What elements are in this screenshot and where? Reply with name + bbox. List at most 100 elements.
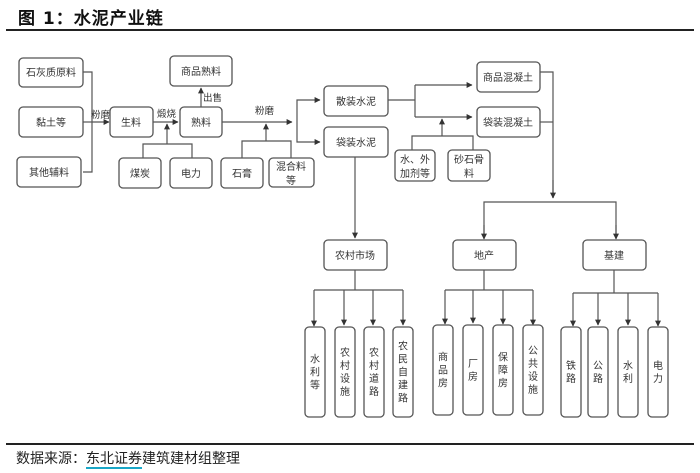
leaf-node-char: 利 (310, 367, 320, 379)
arrow-to-bagged-cement (296, 122, 321, 145)
figure-title: 图 1：水泥产业链 (18, 9, 164, 29)
svg-text:砂石骨: 砂石骨 (454, 153, 484, 166)
edge-label-grinding: 粉磨 (91, 109, 111, 121)
leaf-node-char: 房 (438, 377, 448, 390)
source-note: 数据来源：东北证券建筑建材组整理 (16, 448, 240, 469)
svg-text:混合料: 混合料 (276, 160, 306, 173)
svg-text:黏土等: 黏土等 (36, 116, 66, 129)
leaf-node-char: 水 (310, 354, 320, 366)
source-rule (6, 443, 694, 445)
leaf-node-char: 品 (438, 365, 448, 377)
node-mixed-material: 混合料 等 (268, 157, 315, 188)
leaf-node-char: 利 (623, 373, 633, 385)
edge-label-grinding-2: 粉磨 (255, 105, 275, 117)
leaf-node-char: 路 (566, 372, 576, 385)
svg-text:生料: 生料 (121, 116, 141, 129)
svg-text:散装水泥: 散装水泥 (336, 95, 376, 108)
svg-text:石膏: 石膏 (232, 167, 252, 180)
leaf-node: 商品房 (432, 324, 454, 416)
svg-text:电力: 电力 (181, 167, 201, 180)
connector (540, 71, 554, 198)
leaf-node-char: 公 (593, 361, 603, 372)
leaf-node-char: 力 (653, 372, 663, 385)
edge-label-sale: 出售 (203, 92, 222, 104)
svg-text:地产: 地产 (474, 249, 494, 262)
node-water-admixture: 水、外 加剂等 (394, 149, 436, 182)
node-power: 电力 (169, 157, 213, 189)
leaf-node-char: 厂 (468, 359, 478, 370)
leaf-node: 水利 (617, 326, 639, 418)
leaf-node: 保障房 (492, 324, 514, 416)
node-coal: 煤炭 (118, 157, 162, 189)
node-limestone: 石灰质原料 (18, 57, 84, 88)
leaf-node-char: 民 (398, 354, 408, 366)
leaf-node-char: 建 (398, 379, 408, 392)
leaf-node-char: 电 (653, 359, 663, 372)
leaf-node-char: 房 (468, 370, 478, 383)
svg-text:基建: 基建 (604, 249, 624, 262)
svg-text:袋装水泥: 袋装水泥 (336, 136, 376, 149)
leaf-node-char: 道 (369, 372, 379, 385)
node-clay: 黏土等 (18, 106, 84, 138)
node-other-aux: 其他辅料 (16, 156, 82, 188)
node-commercial-clinker: 商品熟料 (169, 55, 233, 87)
svg-text:农村市场: 农村市场 (335, 249, 375, 262)
svg-text:料: 料 (464, 167, 474, 180)
leaf-node-char: 障 (498, 364, 508, 377)
leaf-node-char: 施 (528, 383, 538, 396)
leaf-node-char: 村 (369, 359, 379, 372)
svg-text:石灰质原料: 石灰质原料 (26, 66, 76, 79)
leaf-node: 铁路 (560, 326, 582, 418)
leaf-node-char: 路 (369, 385, 379, 398)
connector (142, 143, 193, 158)
svg-text:熟料: 熟料 (191, 116, 211, 129)
leaf-node-char: 村 (340, 359, 350, 372)
svg-text:等: 等 (286, 174, 296, 187)
node-ready-mix-concrete: 商品混凝土 (476, 61, 541, 93)
source-highlight: 东北证券 (86, 451, 142, 469)
title-rule (6, 29, 694, 31)
edge-label-calcination: 煅烧 (157, 108, 177, 120)
leaf-node: 公路 (587, 326, 609, 418)
leaf-node-char: 水 (623, 360, 633, 372)
svg-text:商品熟料: 商品熟料 (181, 65, 221, 78)
svg-text:袋装混凝土: 袋装混凝土 (483, 116, 533, 129)
svg-text:商品混凝土: 商品混凝土 (483, 71, 533, 84)
leaf-node-char: 路 (593, 372, 603, 385)
svg-text:其他辅料: 其他辅料 (29, 166, 69, 179)
source-prefix: 数据来源： (16, 451, 86, 467)
leaf-node-char: 公 (528, 346, 538, 357)
leaf-node-char: 农 (398, 340, 408, 353)
node-bagged-concrete: 袋装混凝土 (476, 106, 541, 138)
node-raw-meal: 生料 (109, 106, 154, 138)
svg-text:水、外: 水、外 (400, 154, 430, 166)
svg-text:加剂等: 加剂等 (400, 167, 430, 180)
leaf-node-char: 商 (438, 351, 448, 364)
leaf-node-char: 保 (498, 351, 508, 364)
leaf-node-char: 房 (498, 377, 508, 390)
connector (483, 201, 617, 236)
leaf-node-char: 铁 (566, 359, 576, 372)
leaf-node-char: 设 (528, 371, 538, 383)
leaf-node: 电力 (647, 326, 669, 418)
node-gypsum: 石膏 (220, 157, 264, 189)
connector (241, 140, 292, 158)
leaf-node-char: 路 (398, 392, 408, 405)
node-bagged-cement: 袋装水泥 (323, 126, 389, 158)
node-rural-market: 农村市场 (323, 239, 388, 271)
leaf-node-char: 共 (528, 358, 538, 370)
leaf-node: 厂房 (462, 324, 484, 416)
leaf-node-char: 农 (369, 346, 379, 359)
node-bulk-cement: 散装水泥 (323, 85, 389, 117)
node-infrastructure: 基建 (582, 239, 647, 271)
source-suffix: 建筑建材组整理 (142, 451, 240, 467)
leaf-node-char: 等 (310, 379, 320, 392)
